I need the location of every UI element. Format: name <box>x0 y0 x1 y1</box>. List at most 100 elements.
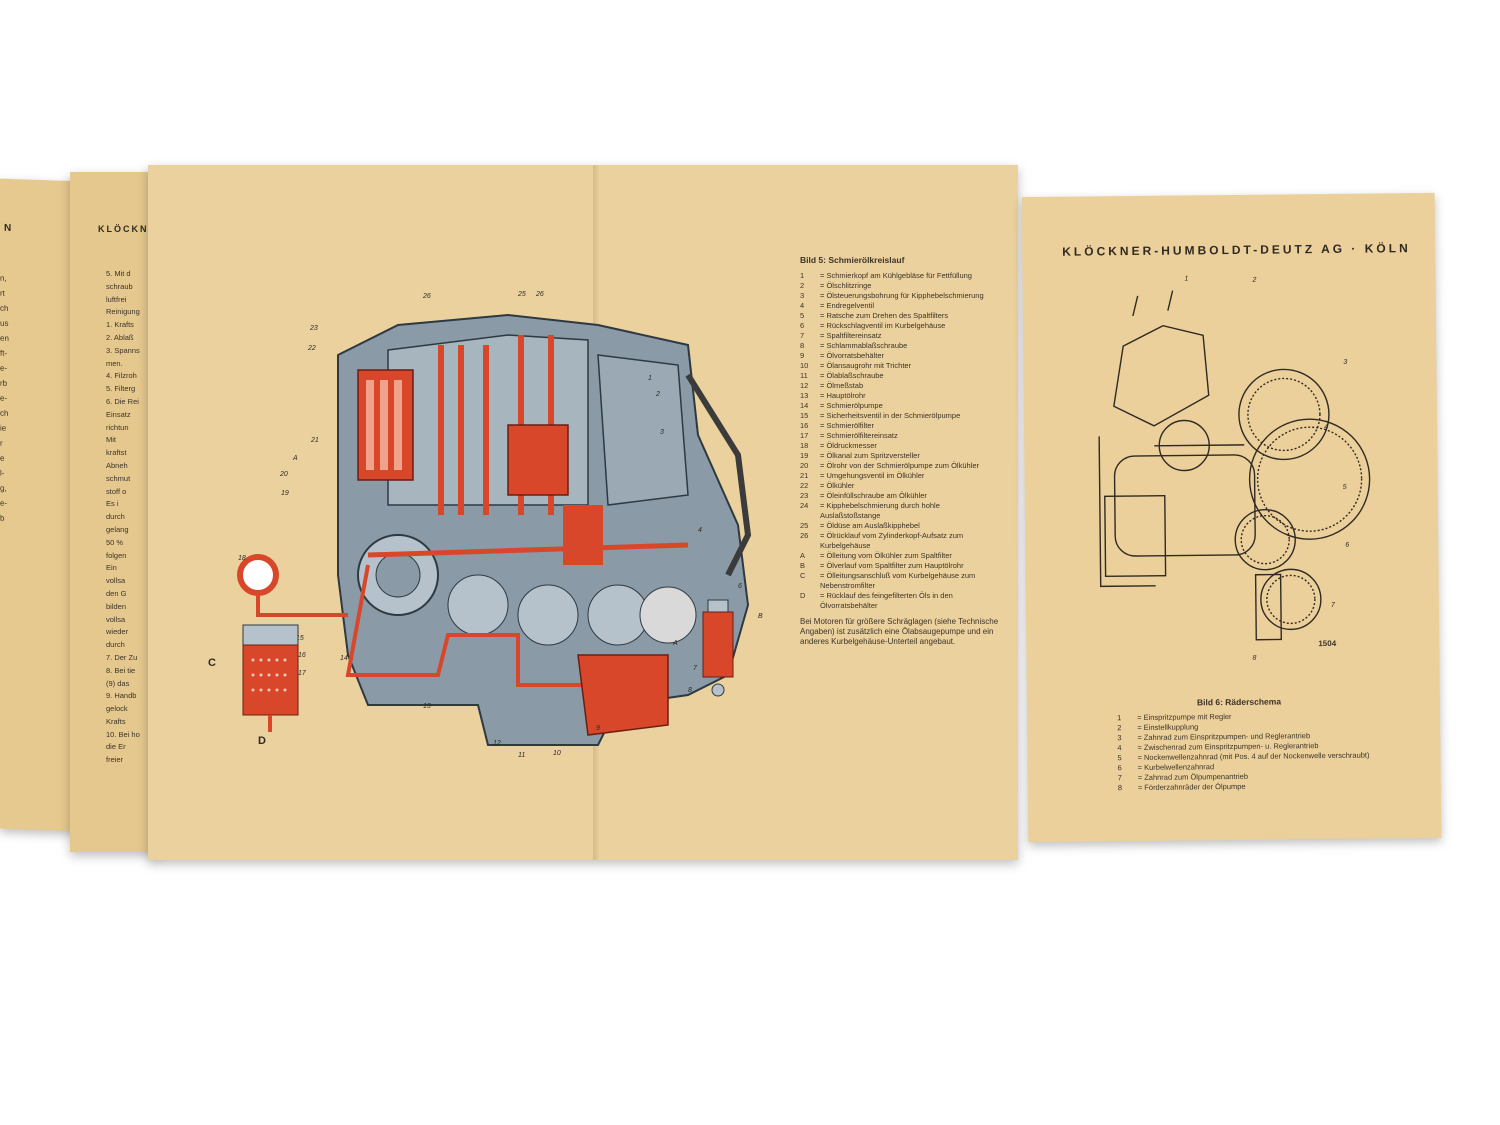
text-line: vollsa <box>106 576 126 586</box>
text-line: Reinigung <box>106 307 140 317</box>
text-line: luftfrei <box>106 294 127 304</box>
legend-item-number: 13 <box>800 391 809 400</box>
legend-item-text: = Schmierölfiltereinsatz <box>820 431 898 440</box>
legend-item: 5= Ratsche zum Drehen des Spaltfilters <box>800 311 1000 321</box>
diagram-label: 4 <box>698 527 702 534</box>
legend-item-number: 8 <box>1117 783 1123 793</box>
legend-item-text: = Umgehungsventil im Ölkühler <box>820 471 925 480</box>
text-line: ft- <box>0 348 8 358</box>
diagram-label: B <box>758 613 763 620</box>
diagram-label: 13 <box>423 703 431 710</box>
legend-item-number: 16 <box>800 421 809 430</box>
text-line: 5. Mit d <box>106 269 131 278</box>
text-line: Abneh <box>106 460 128 470</box>
legend-item-text: = Schlammablaßschraube <box>820 341 908 350</box>
legend5-note: Bei Motoren für größere Schräglagen (sie… <box>800 617 999 646</box>
legend-item-text: = Ölansaugrohr mit Trichter <box>820 361 912 370</box>
engine-cutaway-diagram <box>237 313 752 746</box>
text-line: (9) das <box>106 678 130 688</box>
legend-item-text: = Ölvorratsbehälter <box>820 351 884 360</box>
text-line: die Er <box>106 742 126 752</box>
diagram-label: 8 <box>1252 654 1257 662</box>
text-line: durch <box>106 640 125 650</box>
legend-item: 13 = Hauptölrohr <box>800 391 1000 401</box>
diagram-label: 11 <box>518 752 526 759</box>
legend-item-number: 18 <box>800 441 809 450</box>
legend-item-number: 2 <box>800 281 805 290</box>
legend-item-number: 6 <box>800 321 805 330</box>
legend-item: 12= Ölmeßstab <box>800 381 1000 391</box>
text-line: l- <box>0 468 5 478</box>
spaltfilter-illustration <box>702 599 734 697</box>
text-line: wieder <box>106 627 129 637</box>
text-line: 3. Spanns <box>106 345 140 355</box>
legend-item: 23= Öleinfüllschraube am Ölkühler <box>800 491 1000 501</box>
legend-item-number: 7 <box>1117 773 1122 783</box>
diagram-label: 10 <box>553 750 561 757</box>
legend-item: 6= Rückschlagventil im Kurbelgehäuse <box>800 321 1000 331</box>
text-line: e- <box>0 363 8 373</box>
text-line: b <box>0 513 5 523</box>
legend-item-number: D <box>800 591 806 600</box>
legend-item-number: 5 <box>1117 753 1122 763</box>
legend-item: 2= Ölschlitzringe <box>800 281 1000 291</box>
text-line: e <box>0 453 5 463</box>
legend5: Bild 5: Schmierölkreislauf 1= Schmierkop… <box>800 255 1000 647</box>
diagram-label: 21 <box>311 437 319 444</box>
legend-item-number: 3 <box>1117 733 1122 743</box>
diagram-label: 17 <box>298 670 306 677</box>
text-line: 10. Bei ho <box>106 729 140 739</box>
legend-item: 3= Ölsteuerungsbohrung für Kipphebelschm… <box>800 291 1000 301</box>
text-line: rt <box>0 288 5 298</box>
text-line: 50 % <box>106 537 124 547</box>
text-line: Krafts <box>106 716 126 726</box>
legend-item-number: C <box>800 571 806 580</box>
legend-item-text: = Schmierkopf am Kühlgebläse für Fettfül… <box>820 271 972 280</box>
legend-item-number: 5 <box>800 311 805 320</box>
text-line: gelang <box>106 524 129 534</box>
legend-item-text: = Kipphebelschmierung durch hohle Auslaß… <box>820 501 940 520</box>
diagram-label: 3 <box>1343 358 1348 366</box>
legend-item-number: 7 <box>800 331 805 340</box>
legend-item-number: A <box>800 551 806 560</box>
legend-item: 11= Ölablaßschraube <box>800 371 1000 381</box>
diagram-label: 7 <box>1330 601 1335 609</box>
text-line: ch <box>0 408 9 418</box>
legend-item-number: 19 <box>800 451 809 460</box>
legend-item-number: 26 <box>800 531 809 540</box>
legend-item-number: 1 <box>1117 713 1122 723</box>
legend-item-number: 25 <box>800 521 809 530</box>
legend-item-number: 3 <box>800 291 805 300</box>
text-line: Es i <box>106 499 119 509</box>
legend-item-text: = Hauptölrohr <box>820 391 866 400</box>
legend-item: 9= Ölvorratsbehälter <box>800 351 1000 361</box>
diagram-label: 8 <box>688 687 692 694</box>
diagram-label: 14 <box>340 655 348 662</box>
diagram-label: 2 <box>1252 276 1257 284</box>
text-line: us <box>0 318 9 328</box>
text-line: n, <box>0 273 7 283</box>
far-left-header: N <box>4 222 12 234</box>
text-line: vollsa <box>106 614 126 624</box>
text-line: e- <box>0 498 8 508</box>
legend-item-text: = Schmierölpumpe <box>820 401 883 410</box>
diagram-label: 23 <box>310 325 318 332</box>
text-line: freier <box>106 755 124 765</box>
legend-item-number: 11 <box>800 371 808 380</box>
legend-item-number: 12 <box>800 381 809 390</box>
diagram-label: 12 <box>493 740 501 747</box>
legend-item-number: 15 <box>800 411 809 420</box>
legend-item-text: = Endregelventil <box>820 301 874 310</box>
legend-item: 4= Endregelventil <box>800 301 1000 311</box>
diagram-label: A <box>673 640 678 647</box>
legend-item: 20= Ölrohr von der Schmierölpumpe zum Öl… <box>800 461 1000 471</box>
filter-label-c: C <box>208 657 216 669</box>
text-line: r <box>0 438 3 448</box>
legend-item-text: = Schmierölfilter <box>820 421 874 430</box>
